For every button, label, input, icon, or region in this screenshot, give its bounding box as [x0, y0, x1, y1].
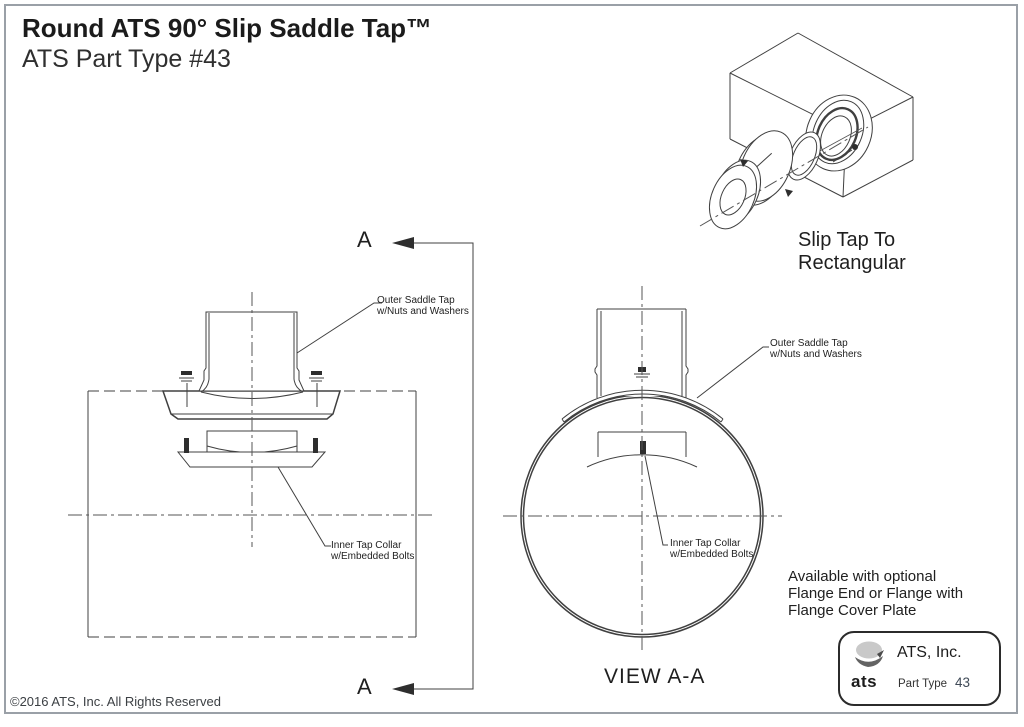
section-view-outer-saddle-label: Outer Saddle Tap w/Nuts and Washers: [770, 338, 862, 360]
options-note-line2: Flange End or Flange with: [788, 585, 964, 602]
section-letter-bottom: A: [357, 674, 372, 699]
front-view-inner-collar-label: Inner Tap Collar w/Embedded Bolts: [331, 540, 415, 562]
part-type-value: 43: [955, 675, 971, 690]
isometric-caption-line2: Rectangular: [798, 252, 906, 274]
label-line: w/Nuts and Washers: [770, 348, 862, 360]
isometric-caption: Slip Tap To Rectangular: [798, 229, 906, 275]
page-subtitle: ATS Part Type #43: [22, 45, 231, 73]
company-name: ATS, Inc.: [897, 644, 962, 661]
isometric-drawing: [699, 32, 914, 230]
copyright-notice: ©2016 ATS, Inc. All Rights Reserved: [10, 694, 221, 709]
label-line: Inner Tap Collar: [670, 538, 741, 549]
options-note-line3: Flange Cover Plate: [788, 602, 917, 619]
options-note-line1: Available with optional: [788, 568, 937, 585]
label-line: w/Embedded Bolts: [331, 550, 415, 562]
section-view-inner-collar-label: Inner Tap Collar w/Embedded Bolts: [670, 538, 754, 560]
label-line: Outer Saddle Tap: [770, 338, 848, 349]
section-view-caption: VIEW A-A: [604, 665, 706, 688]
part-type-row: Part Type 43: [898, 675, 970, 690]
section-cut-line: [392, 237, 474, 695]
page-title: Round ATS 90° Slip Saddle Tap™: [22, 13, 433, 43]
options-note: Available with optional Flange End or Fl…: [788, 568, 963, 619]
isometric-caption-line1: Slip Tap To: [798, 229, 896, 251]
label-line: Outer Saddle Tap: [377, 295, 455, 306]
label-line: w/Nuts and Washers: [377, 305, 469, 317]
label-line: w/Embedded Bolts: [670, 548, 754, 560]
label-line: Inner Tap Collar: [331, 540, 402, 551]
section-letter-top: A: [357, 227, 372, 252]
leader-lines: [277, 302, 769, 547]
section-arrow-bottom: [392, 683, 414, 695]
part-type-label: Part Type: [898, 678, 948, 690]
ats-logo-icon: [855, 641, 884, 667]
section-arrow-top: [392, 237, 414, 249]
section-view-drawing: [503, 286, 782, 653]
front-view-outer-saddle-label: Outer Saddle Tap w/Nuts and Washers: [377, 295, 469, 317]
ats-logo-text: ats: [851, 672, 878, 691]
title-block: ats ATS, Inc. Part Type 43: [838, 631, 1001, 706]
front-view-drawing: [68, 292, 433, 638]
